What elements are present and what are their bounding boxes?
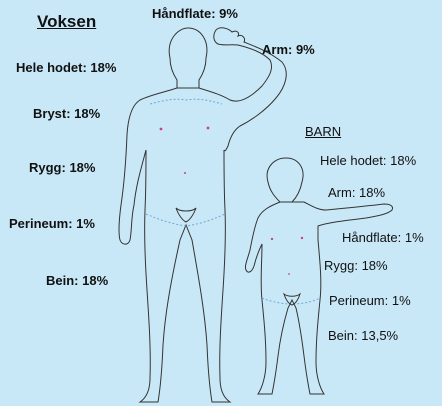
child-title: BARN [305,124,341,139]
adult-figure [119,28,286,402]
child-palm-label: Håndflate: 1% [342,231,424,244]
adult-nipple-left [160,128,163,131]
adult-navel [184,172,186,174]
adult-arm-label: Arm: 9% [262,43,315,56]
adult-head [169,28,207,88]
child-arm-label: Arm: 18% [328,186,385,199]
child-nipple-right [301,237,303,239]
adult-chest-label: Bryst: 18% [33,107,100,120]
adult-title: Voksen [37,12,96,32]
child-perineum-label: Perineum: 1% [329,294,411,307]
child-back-label: Rygg: 18% [324,259,388,272]
adult-palm-label: Håndflate: 9% [152,7,238,20]
adult-legs-label: Bein: 18% [46,274,108,287]
child-head [267,158,303,202]
child-navel [288,273,290,275]
adult-body-outline [119,88,230,402]
child-head-label: Hele hodet: 18% [320,154,416,167]
adult-nipple-right [207,127,210,130]
adult-shoulder-line [150,99,222,104]
adult-perineum-label: Perineum: 1% [9,217,95,230]
child-legs-label: Bein: 13,5% [328,329,398,342]
child-nipple-left [271,238,273,240]
adult-perineum-outline [176,208,196,222]
adult-pelvis-line [146,214,225,226]
adult-back-label: Rygg: 18% [29,161,95,174]
adult-head-label: Hele hodet: 18% [16,61,116,74]
